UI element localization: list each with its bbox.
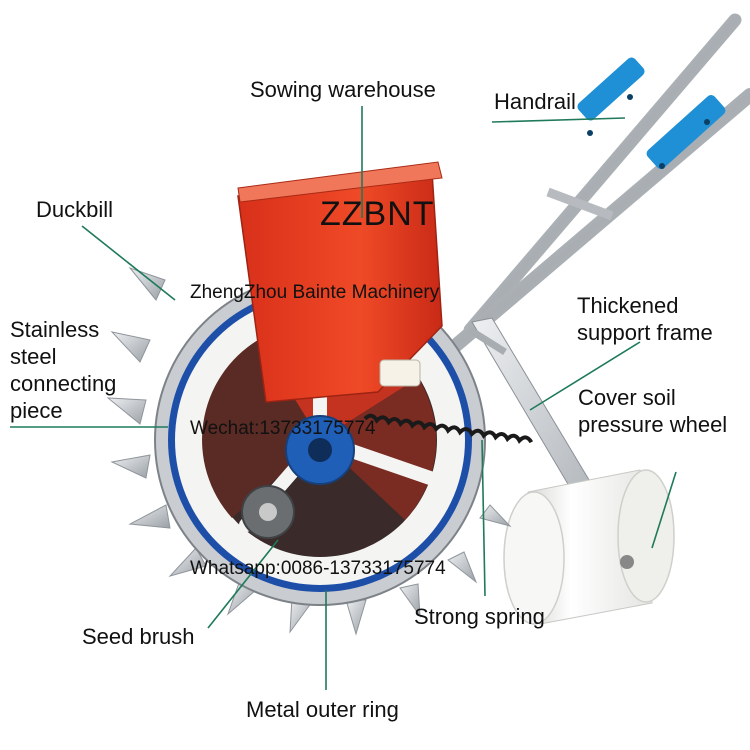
sowing-warehouse-hopper [237, 161, 443, 403]
label-seed-brush: Seed brush [82, 624, 195, 649]
leader-lines [10, 106, 677, 690]
pressure-wheel [503, 469, 675, 625]
label-strong-spring: Strong spring [414, 604, 545, 629]
handrail-grip-left [577, 57, 645, 121]
watermark-whatsapp: Whatsapp:0086-13733175774 [190, 558, 446, 579]
strong-spring [363, 413, 534, 444]
label-cover-soil-pressure-wheel: Cover soil pressure wheel [578, 385, 728, 437]
label-sowing-warehouse: Sowing warehouse [250, 77, 436, 102]
brand-mark: ZZBNT [320, 195, 435, 233]
label-duckbill: Duckbill [36, 197, 114, 222]
label-stainless-steel-connecting-piece: Stainless steel connecting piece [10, 317, 117, 423]
watermark-company: ZhengZhou Bainte Machinery [190, 282, 440, 303]
label-metal-outer-ring: Metal outer ring [246, 697, 399, 722]
label-thickened-support-frame: Thickened support frame [577, 293, 713, 345]
watermark-wechat: Wechat:13733175774 [190, 418, 376, 439]
handrail-grip-right [646, 95, 726, 169]
label-handrail: Handrail [494, 89, 576, 114]
